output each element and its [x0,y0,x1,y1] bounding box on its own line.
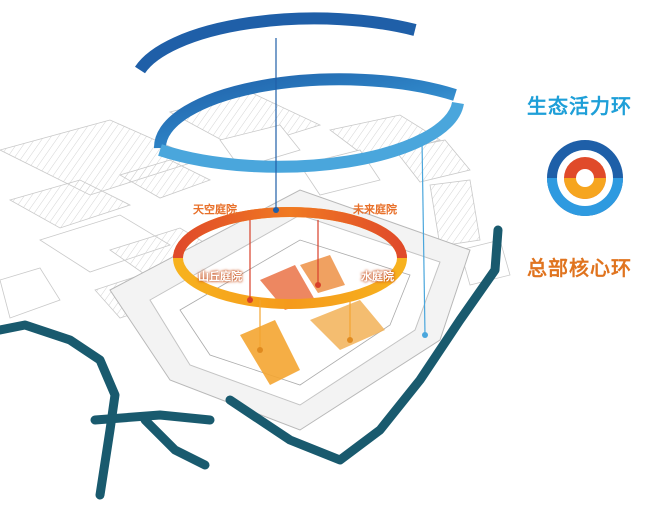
dot-vitality-1 [273,207,279,213]
vitality-ring [134,12,464,173]
court-shui-fill [310,300,385,350]
court-red-fill [260,265,315,310]
connector-lines [249,38,426,350]
connector-dots [247,207,428,353]
dot-core-4 [347,337,353,343]
label-court-shanqiu: 山丘庭院 [198,270,242,283]
site-platform [109,189,471,431]
legend-ring-icon [547,140,623,216]
courtyards [240,255,385,385]
dot-vitality-2 [422,332,428,338]
label-court-shui: 水庭院 [361,270,394,283]
dot-core-2 [315,282,321,288]
roads [0,225,503,500]
dot-core-3 [257,347,263,353]
legend-hq-core-ring-title: 总部核心环 [527,256,632,280]
label-court-weilai: 未来庭院 [353,203,397,216]
court-orange-fill [300,255,345,293]
core-ring [173,207,407,309]
dot-core-1 [247,297,253,303]
court-shanqiu-fill [240,320,300,385]
legend-vitality-ring-title: 生态活力环 [527,94,632,118]
label-court-tiankong: 天空庭院 [193,203,237,216]
